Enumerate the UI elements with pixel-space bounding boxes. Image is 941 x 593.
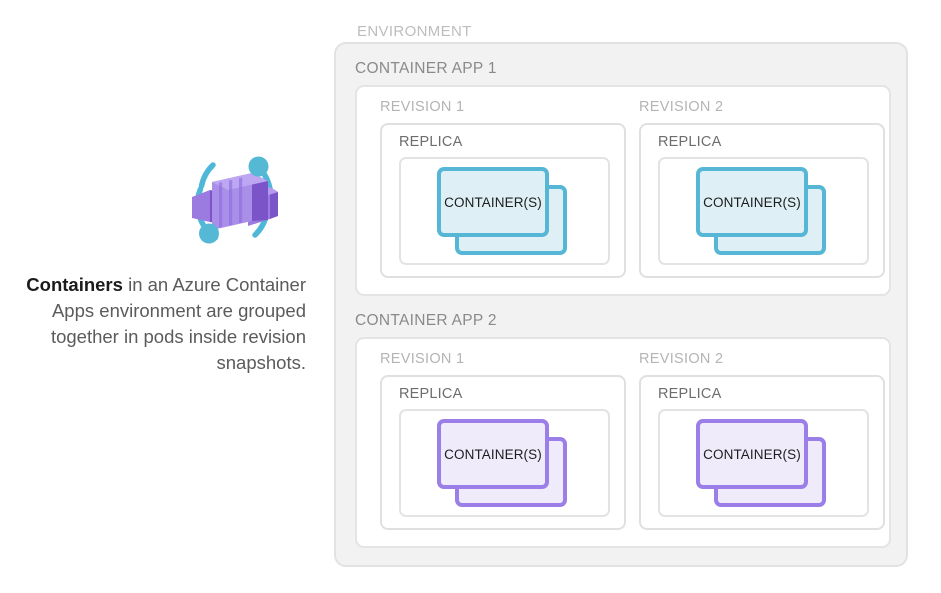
caption-rest: in an Azure Container Apps environment a… xyxy=(50,274,306,373)
app1-rev1-replica-label: REPLICA xyxy=(399,134,463,150)
app1-revision-1-label: REVISION 1 xyxy=(380,99,465,115)
app2-revision-1-label: REVISION 1 xyxy=(380,351,465,367)
app1-rev2-replica-box: CONTAINER(S) xyxy=(658,157,869,265)
app2-revision-2-label: REVISION 2 xyxy=(639,351,724,367)
caption-text: Containers in an Azure Container Apps en… xyxy=(8,272,306,376)
container-label: CONTAINER(S) xyxy=(444,446,542,462)
orbit-dot-bottom xyxy=(199,223,219,244)
container-label: CONTAINER(S) xyxy=(703,446,801,462)
app1-rev2-replica-label: REPLICA xyxy=(658,134,722,150)
environment-label: ENVIRONMENT xyxy=(357,23,472,40)
container-card-front: CONTAINER(S) xyxy=(437,419,549,489)
app2-rev2-replica-box: CONTAINER(S) xyxy=(658,409,869,517)
container-card-front: CONTAINER(S) xyxy=(437,167,549,237)
app1-revision-2-label: REVISION 2 xyxy=(639,99,724,115)
container-label: CONTAINER(S) xyxy=(703,194,801,210)
app1-rev2-container-stack: CONTAINER(S) xyxy=(696,167,826,255)
app2-rev1-replica-box: CONTAINER(S) xyxy=(399,409,610,517)
container-app-1-box: REVISION 1 REPLICA CONTAINER(S) REVISION… xyxy=(355,85,891,296)
explanation-panel: Containers in an Azure Container Apps en… xyxy=(0,0,320,593)
app1-revision-2-box: REPLICA CONTAINER(S) xyxy=(639,123,885,278)
app2-rev1-replica-label: REPLICA xyxy=(399,386,463,402)
app1-rev1-container-stack: CONTAINER(S) xyxy=(437,167,567,255)
container-app-2-box: REVISION 1 REPLICA CONTAINER(S) REVISION… xyxy=(355,337,891,548)
app1-revision-1-box: REPLICA CONTAINER(S) xyxy=(380,123,626,278)
container-app-1-label: CONTAINER APP 1 xyxy=(355,60,497,77)
container-app-2-label: CONTAINER APP 2 xyxy=(355,312,497,329)
app1-rev1-replica-box: CONTAINER(S) xyxy=(399,157,610,265)
app2-revision-2-box: REPLICA CONTAINER(S) xyxy=(639,375,885,530)
caption-bold-lead: Containers xyxy=(26,274,123,295)
orbit-dot-top xyxy=(248,156,269,177)
app2-rev2-container-stack: CONTAINER(S) xyxy=(696,419,826,507)
app2-revision-1-box: REPLICA CONTAINER(S) xyxy=(380,375,626,530)
container-card-front: CONTAINER(S) xyxy=(696,419,808,489)
environment-box: CONTAINER APP 1 REVISION 1 REPLICA CONTA… xyxy=(334,42,908,567)
container-label: CONTAINER(S) xyxy=(444,194,542,210)
app2-rev2-replica-label: REPLICA xyxy=(658,386,722,402)
azure-container-apps-icon xyxy=(182,148,286,252)
container-card-front: CONTAINER(S) xyxy=(696,167,808,237)
app2-rev1-container-stack: CONTAINER(S) xyxy=(437,419,567,507)
